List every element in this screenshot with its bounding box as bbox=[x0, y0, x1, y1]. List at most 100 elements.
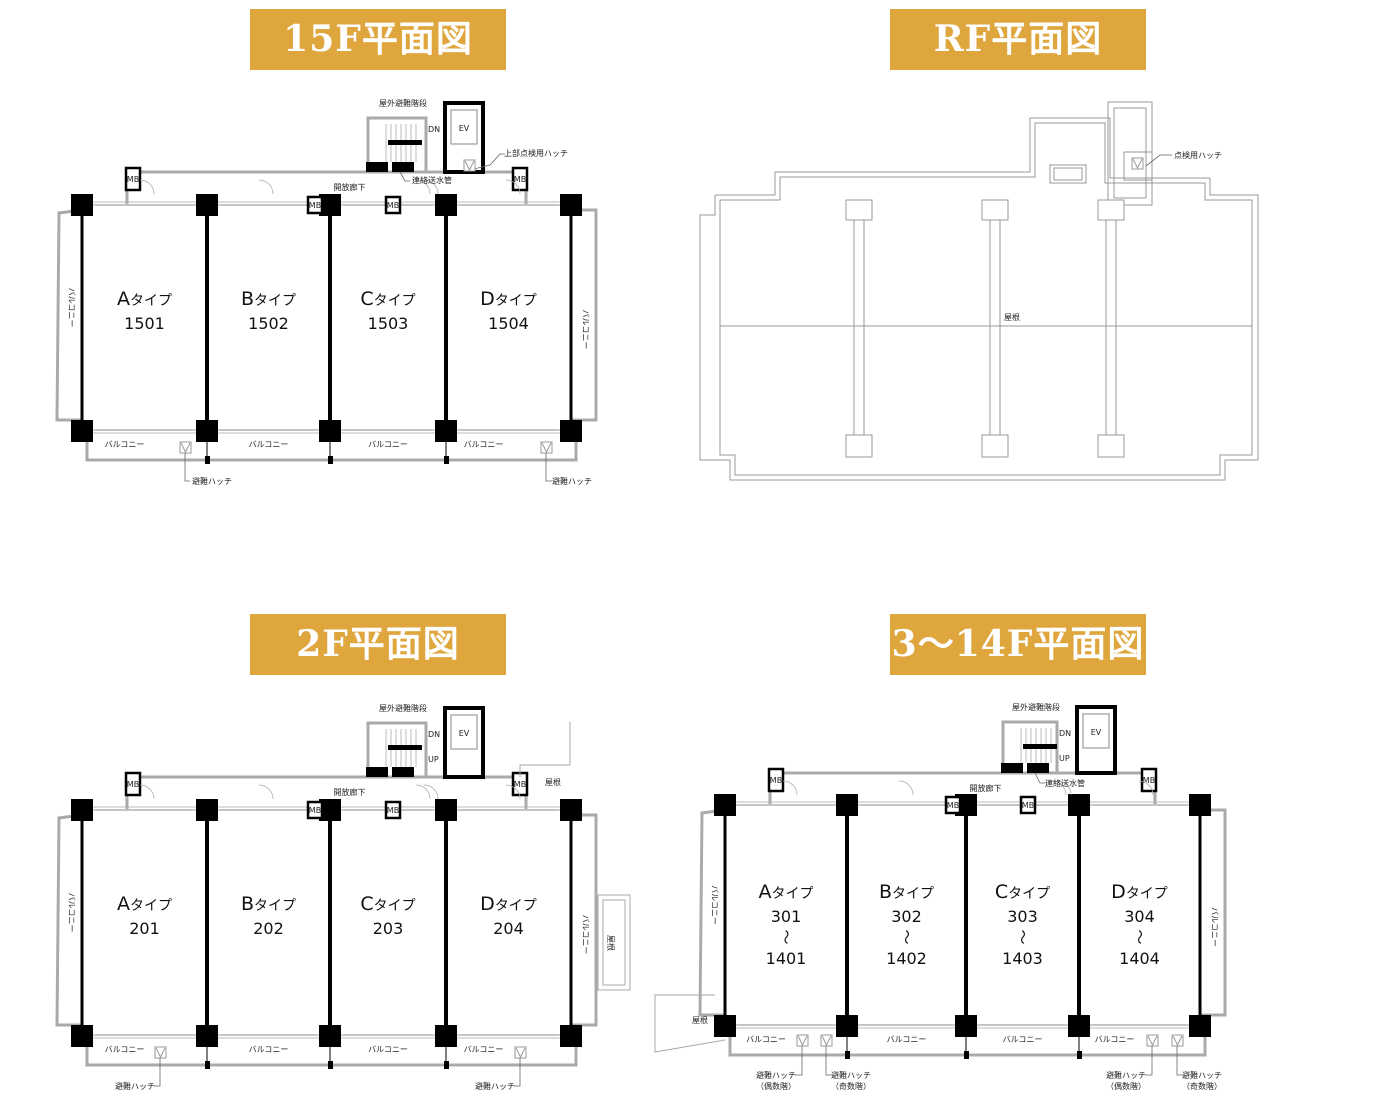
leader-line bbox=[1145, 1046, 1153, 1076]
balcony-label-bottom: バルコニー bbox=[105, 440, 145, 449]
unit-type-label: Dタイプ bbox=[1111, 881, 1168, 903]
unit-type-letter: A bbox=[759, 881, 772, 903]
range-tilde: 〜 bbox=[1131, 929, 1149, 944]
door-swing-icon bbox=[258, 179, 274, 195]
inspection-hatch-label: 点検用ハッチ bbox=[1174, 150, 1222, 160]
leader-line bbox=[795, 1046, 803, 1076]
door-swing-icon bbox=[1056, 780, 1072, 796]
mb-label: MB bbox=[127, 780, 139, 789]
balcony-label-bottom: バルコニー bbox=[368, 440, 408, 449]
hatch-triangle bbox=[464, 160, 475, 172]
leader-line bbox=[545, 453, 552, 482]
corridor-label: 開放廊下 bbox=[334, 182, 366, 192]
dn-label: DN bbox=[428, 125, 440, 134]
mb-label: MB bbox=[309, 806, 321, 815]
mb-label: MB bbox=[770, 776, 782, 785]
mb-label: MB bbox=[127, 175, 139, 184]
standpipe-box bbox=[1027, 763, 1049, 773]
left-roof bbox=[654, 994, 726, 1053]
hatch-label: 避難ハッチ bbox=[475, 1081, 515, 1091]
roof-label: 屋根 bbox=[692, 1015, 708, 1025]
balcony-divider bbox=[845, 1051, 850, 1059]
balcony-label-bottom: バルコニー bbox=[464, 440, 504, 449]
column bbox=[319, 799, 341, 821]
unit-type-suffix: タイプ bbox=[1126, 886, 1168, 902]
title-rf: RF平面図 bbox=[890, 9, 1146, 70]
roof-beam-cap bbox=[845, 199, 873, 221]
unit-type-suffix: タイプ bbox=[374, 293, 416, 309]
unit-type-suffix: タイプ bbox=[254, 898, 296, 914]
unit-label-c: Cタイプ 1503 bbox=[360, 288, 415, 333]
balcony-label-left: バルコニー bbox=[67, 893, 76, 933]
unit-number: 304 bbox=[1124, 907, 1155, 926]
unit-number-to: 1401 bbox=[766, 949, 807, 968]
mb-box bbox=[306, 195, 324, 215]
right-balcony bbox=[571, 208, 598, 422]
door-swing-icon bbox=[423, 784, 439, 800]
column bbox=[714, 1015, 736, 1037]
hatch-floor-note: （奇数階） bbox=[831, 1081, 871, 1091]
balcony-label-bottom: バルコニー bbox=[1003, 1035, 1043, 1044]
unit-type-label: Dタイプ bbox=[480, 893, 537, 915]
balcony-divider bbox=[205, 456, 210, 464]
unit-type-letter: B bbox=[241, 288, 254, 310]
balcony-label-bottom: バルコニー bbox=[249, 1045, 289, 1054]
mb-box bbox=[767, 767, 785, 793]
column bbox=[319, 420, 341, 442]
leader-line bbox=[1176, 1046, 1183, 1076]
unit-number: 202 bbox=[253, 919, 284, 938]
balcony-label-bottom: バルコニー bbox=[1095, 1035, 1135, 1044]
column bbox=[435, 1025, 457, 1047]
roof-beam-cap bbox=[981, 434, 1009, 458]
standpipe-box bbox=[392, 162, 414, 172]
column bbox=[71, 420, 93, 442]
dn-label: DN bbox=[428, 730, 440, 739]
door-swing-icon bbox=[139, 179, 155, 195]
hatch-label: 避難ハッチ bbox=[192, 476, 232, 486]
roof-beam-cap bbox=[845, 434, 873, 458]
balcony-label-bottom: バルコニー bbox=[105, 1045, 145, 1054]
hatch-floor-note: （奇数階） bbox=[1182, 1081, 1222, 1091]
hatch-triangle bbox=[1147, 1035, 1158, 1047]
standpipe-label: 連絡送水管 bbox=[1045, 778, 1085, 788]
column bbox=[319, 194, 341, 216]
column bbox=[71, 194, 93, 216]
dn-label: DN bbox=[1059, 729, 1071, 738]
unit-type-suffix: タイプ bbox=[374, 898, 416, 914]
unit-type-label: Bタイプ bbox=[241, 893, 296, 915]
balcony-divider bbox=[444, 1061, 449, 1069]
mb-box bbox=[384, 195, 402, 215]
unit-type-label: Dタイプ bbox=[480, 288, 537, 310]
door-swing-icon bbox=[415, 179, 431, 195]
title-15f: 15F平面図 bbox=[250, 9, 506, 70]
balcony-label-bottom: バルコニー bbox=[746, 1035, 786, 1044]
unit-type-letter: A bbox=[117, 288, 130, 310]
unit-number: 302 bbox=[891, 907, 922, 926]
mb-label: MB bbox=[1022, 801, 1034, 810]
balcony-label-right: バルコニー bbox=[1210, 907, 1219, 947]
stair-roof bbox=[1107, 101, 1153, 206]
unit-number: 301 bbox=[771, 907, 802, 926]
unit-number: 1502 bbox=[248, 314, 289, 333]
roof-label: 屋根 bbox=[545, 777, 561, 787]
mb-label: MB bbox=[387, 806, 399, 815]
roof-vent bbox=[1049, 164, 1087, 184]
mb-box bbox=[124, 166, 142, 192]
leader-line bbox=[514, 1058, 521, 1087]
column bbox=[435, 799, 457, 821]
leader-line bbox=[154, 1058, 161, 1087]
unit-type-label: Cタイプ bbox=[360, 893, 415, 915]
column bbox=[435, 420, 457, 442]
leader-line bbox=[1034, 772, 1045, 784]
unit-type-label: Cタイプ bbox=[360, 288, 415, 310]
unit-number: 1503 bbox=[368, 314, 409, 333]
standpipe-box bbox=[366, 767, 388, 777]
mb-box bbox=[944, 795, 962, 815]
right-balcony bbox=[1200, 808, 1227, 1017]
door-swing-icon bbox=[258, 784, 274, 800]
